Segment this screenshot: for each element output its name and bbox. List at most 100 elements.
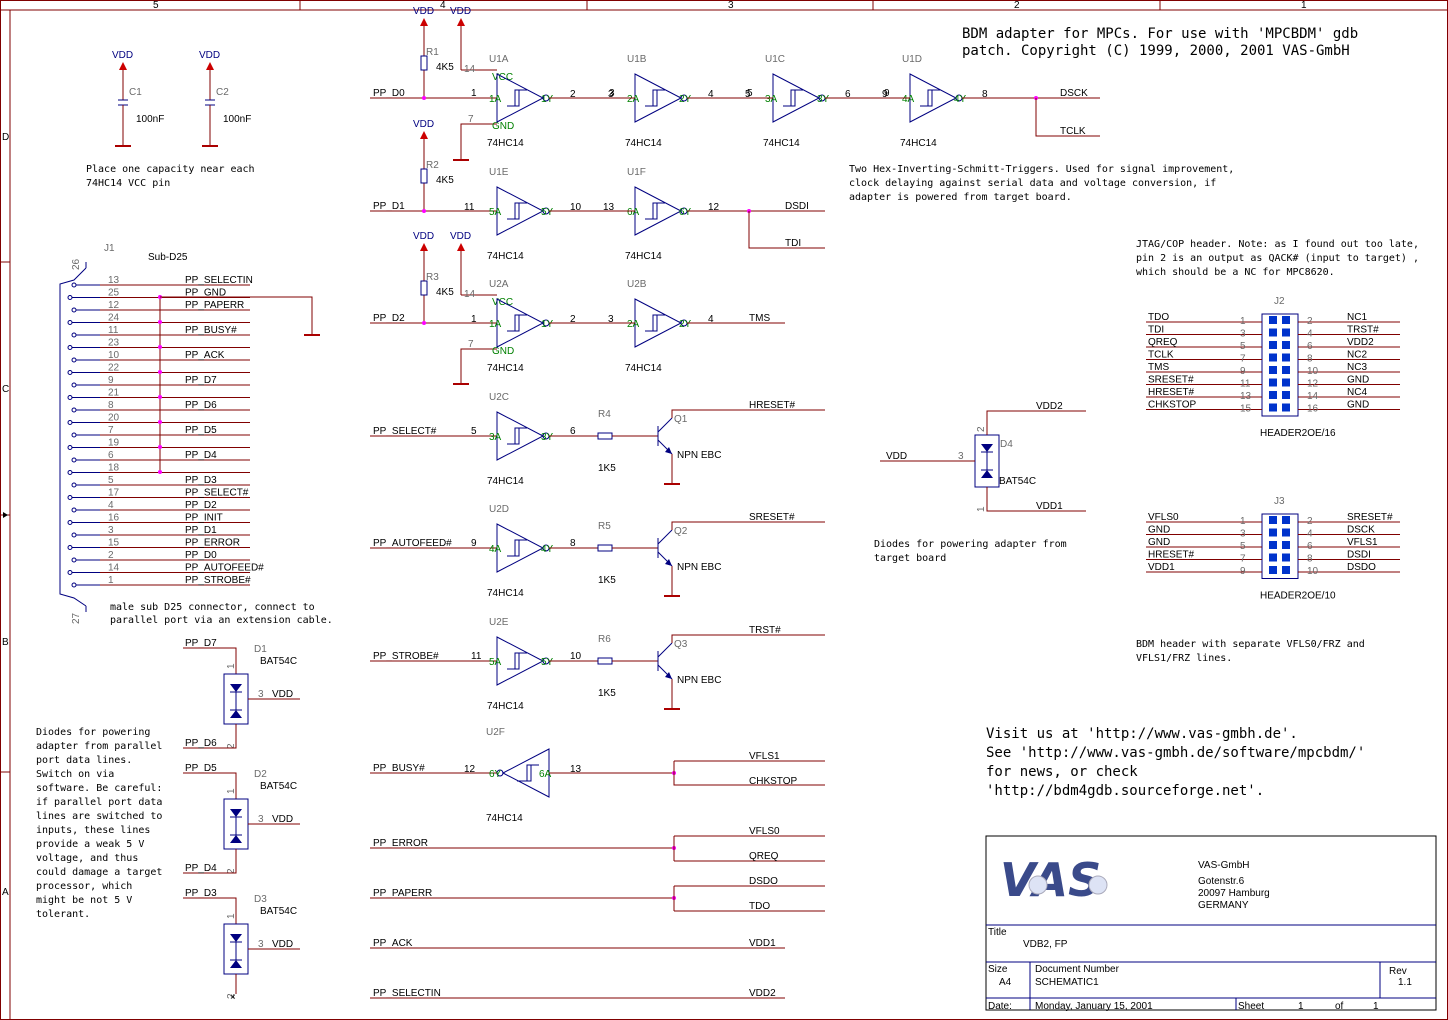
net-label: VDD (272, 814, 293, 825)
net-label: QREQ (1148, 337, 1178, 348)
pin-number: 7 (468, 339, 474, 350)
pin-name: 5Y (541, 657, 554, 668)
connector-pin-hole (71, 382, 77, 388)
pin-number: 25 (108, 288, 120, 299)
header-pin-icon (1269, 553, 1277, 562)
junction-dot (422, 321, 426, 325)
net-label: PP_GND (185, 288, 226, 299)
header-pin-icon (1282, 528, 1290, 537)
pin-name: 1A (489, 319, 502, 330)
note-text: inputs, these lines (36, 825, 150, 836)
pin-number: 26 (71, 258, 82, 270)
pin-number: 1 (226, 788, 237, 794)
header-pin-icon (1269, 391, 1277, 399)
hysteresis-icon (649, 89, 665, 107)
pin-number: 14 (464, 289, 476, 300)
net-label: GND (1148, 525, 1170, 536)
pin-number: 15 (1240, 404, 1252, 415)
gate-ref: U1D (902, 54, 922, 65)
pin-number: 5 (745, 89, 751, 100)
note-text: voltage, and thus (36, 853, 138, 864)
pin-number: 8 (1307, 354, 1313, 365)
pin-number: 3 (108, 525, 114, 536)
docnum-value: SCHEMATIC1 (1035, 977, 1099, 988)
inverter-gate (909, 73, 958, 123)
connector-pin-hole (71, 507, 77, 513)
net-label: HRESET# (1148, 550, 1195, 561)
hysteresis-icon (507, 89, 525, 107)
pin-name: 2Y (679, 319, 692, 330)
pin-number: 3 (608, 89, 614, 100)
header-pin-icon (1282, 353, 1290, 362)
net-label: PP_AUTOFEED# (373, 538, 452, 549)
pin-number: 2 (976, 426, 987, 432)
pin-number: 23 (108, 338, 120, 349)
inverter-gate (496, 186, 545, 236)
note-text: processor, which (36, 881, 132, 892)
vdd-arrow-icon (119, 62, 127, 70)
resistor-body (420, 55, 428, 71)
header-pin-icon (1269, 341, 1277, 349)
note-text: lines are switched to (36, 811, 162, 822)
connector-pin-hole (67, 570, 73, 575)
border-zone-label: 1 (1301, 0, 1307, 11)
hysteresis-icon (924, 89, 940, 107)
diode-icon (981, 444, 993, 452)
pin-number: 1 (1240, 316, 1246, 327)
pin-number: 13 (108, 275, 120, 286)
hysteresis-icon (649, 314, 665, 332)
header-part: HEADER2OE/16 (1260, 428, 1336, 439)
vdd-label: VDD (450, 231, 471, 242)
net-label: TCLK (1060, 126, 1086, 137)
pin-number: 9 (1240, 366, 1246, 377)
header-pin-icon (1269, 541, 1277, 549)
net-label: VDD (272, 939, 293, 950)
pin-number: 21 (108, 388, 120, 399)
net-label: PP_D1 (185, 525, 217, 536)
gate-ref: U2F (486, 727, 505, 738)
resistor-value: 4K5 (436, 287, 454, 298)
connector-pin-hole (71, 332, 77, 338)
header-pin-icon (1282, 328, 1290, 337)
pin-number: 16 (1307, 404, 1319, 415)
company-address: Gotenstr.6 (1198, 876, 1245, 887)
date-label: Date: (988, 1001, 1012, 1012)
transistor-arrow-icon (665, 447, 672, 454)
pin-number: 13 (1240, 391, 1252, 402)
hysteresis-icon (511, 652, 527, 670)
net-label: TRST# (749, 625, 781, 636)
net-label: DSCK (1060, 88, 1088, 99)
hysteresis-icon (507, 314, 525, 332)
border-marker (3, 512, 8, 518)
pin-number: 3 (958, 451, 964, 462)
header-pin-icon (1282, 378, 1290, 387)
pin-name: 5Y (541, 207, 554, 218)
note-text: VFLS1/FRZ lines. (1136, 653, 1232, 664)
header-pin-icon (1282, 341, 1290, 349)
pin-number: 10 (108, 350, 120, 361)
note-text: which should be a NC for MPC8620. (1136, 267, 1335, 278)
cap-value: 100nF (136, 114, 164, 125)
net-label: VDD1 (1036, 501, 1063, 512)
pin-name: 2A (627, 94, 640, 105)
note-text: male sub D25 connector, connect to (110, 602, 315, 613)
pin-name: 5A (489, 657, 502, 668)
net-label: PP_D7 (185, 375, 217, 386)
transistor-collector (657, 642, 673, 658)
net-label: DSDI (1347, 550, 1371, 561)
hysteresis-icon (645, 202, 663, 220)
net-label: VDD1 (749, 938, 776, 949)
border-zone-label: B (2, 637, 9, 648)
pin-number: 9 (1240, 566, 1246, 577)
pin-name: 2Y (679, 94, 692, 105)
junction-dot (422, 96, 426, 100)
border-zone-label: 4 (440, 0, 446, 11)
inverter-gate (496, 523, 545, 573)
inverter-bubble (496, 769, 504, 777)
pin-number: 12 (1307, 379, 1319, 390)
note-text: tolerant. (36, 909, 90, 920)
pin-name: 4A (489, 544, 502, 555)
diode-ref: D4 (1000, 439, 1013, 450)
resistor-value: 1K5 (598, 463, 616, 474)
net-label: VFLS0 (749, 826, 780, 837)
